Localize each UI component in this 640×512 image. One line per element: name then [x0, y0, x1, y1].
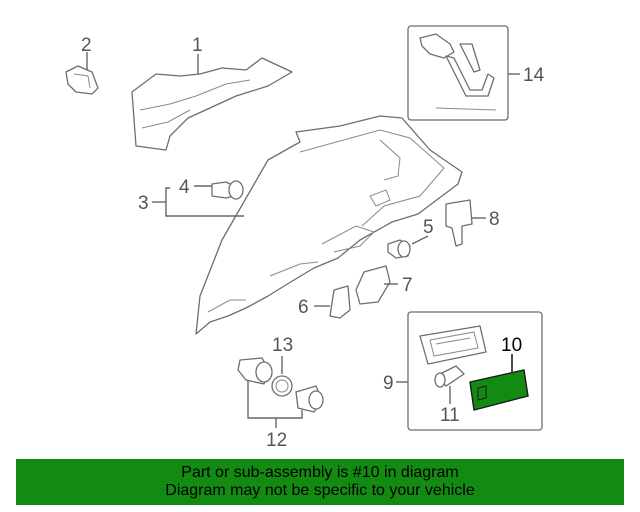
part-6-small-cover — [329, 285, 351, 319]
part-8-bracket — [445, 199, 473, 247]
callout-label-10: 10 — [501, 335, 522, 356]
callout-label-5: 5 — [423, 217, 434, 238]
callout-label-4: 4 — [179, 177, 190, 198]
callout-label-13: 13 — [272, 335, 293, 356]
exploded-parts-diagram: 1 2 3 4 5 6 7 8 9 10 11 12 13 14 — [65, 25, 545, 451]
part-12-socket-assembly — [237, 357, 324, 413]
info-banner: Part or sub-assembly is #10 in diagram D… — [16, 459, 624, 505]
callout-label-6: 6 — [298, 297, 309, 318]
part-7-cover-panel — [355, 265, 391, 305]
part-3-quarter-trim-panel — [195, 115, 463, 335]
part-10-lamp-lens — [469, 369, 529, 411]
leader-line-5 — [411, 235, 429, 245]
leader-bracket-12 — [247, 380, 303, 419]
callout-label-11: 11 — [440, 405, 460, 426]
part-14-inset-box — [407, 25, 509, 121]
part-2-clip — [65, 65, 99, 95]
part-1-upper-trim-panel — [131, 57, 293, 151]
banner-line-disclaimer: Diagram may not be specific to your vehi… — [165, 482, 475, 499]
callout-label-12: 12 — [266, 430, 287, 451]
part-13-ring — [271, 375, 293, 397]
callout-label-2: 2 — [81, 35, 92, 56]
banner-line-part-info: Part or sub-assembly is #10 in diagram — [181, 464, 459, 481]
callout-label-7: 7 — [402, 275, 413, 296]
callout-label-14: 14 — [523, 65, 545, 86]
callout-label-8: 8 — [489, 209, 500, 230]
callout-label-9: 9 — [383, 373, 394, 394]
part-5-push-clip — [387, 239, 411, 259]
callout-label-1: 1 — [192, 35, 203, 56]
callout-label-3: 3 — [138, 193, 149, 214]
part-11-bulb — [434, 365, 465, 388]
part-4-push-clip — [211, 180, 244, 200]
